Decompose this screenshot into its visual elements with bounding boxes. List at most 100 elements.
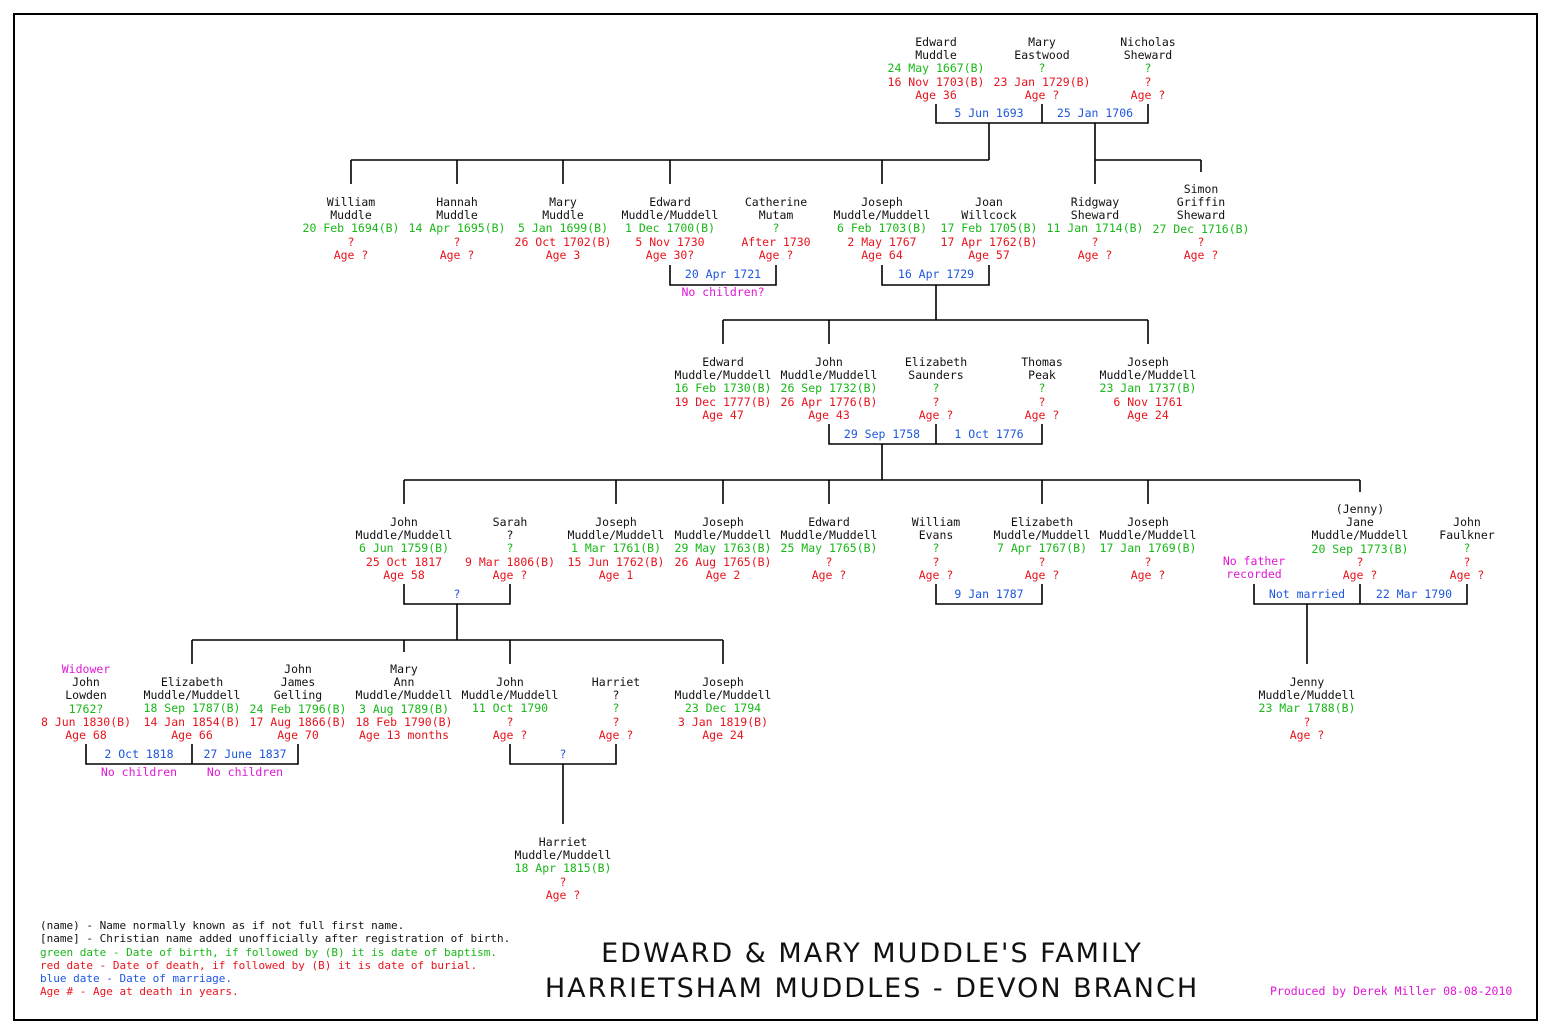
person-death-line: Age ?	[545, 887, 581, 902]
person-name-line: Gelling	[273, 688, 323, 703]
marriage-date-jane-nofather: Not married	[1268, 587, 1346, 601]
person-name-line: Muddle/Muddell	[1258, 688, 1356, 703]
chart-title: EDWARD & MARY MUDDLE'S FAMILY HARRIETSHA…	[545, 936, 1199, 1006]
person-death-line: Age 70	[277, 728, 319, 743]
legend: (name) - Name normally known as if not f…	[40, 919, 510, 999]
person-birth-line: 24 Feb 1796(B)	[249, 701, 347, 716]
person-name-line: Joseph	[595, 515, 637, 529]
person-death-line: Age ?	[1130, 87, 1166, 102]
marriage-date-john-elizabeth: 29 Sep 1758	[843, 427, 921, 441]
person-name-line: Joseph	[702, 675, 744, 689]
person-death-line: ?	[932, 554, 940, 569]
person-name-line: James	[280, 675, 316, 690]
person-name-line: Mary	[549, 195, 577, 209]
person-name-line: Sheward	[1123, 48, 1173, 63]
person-name-line: Sheward	[1176, 208, 1226, 223]
marriage-note-elizabeth-gelling: No children	[206, 765, 284, 779]
person-birth-line: 16 Feb 1730(B)	[674, 381, 772, 396]
person-birth-line: 26 Sep 1732(B)	[780, 381, 878, 396]
person-name-line: Peak	[1028, 368, 1056, 383]
marriage-date-william-elizabeth: 9 Jan 1787	[954, 587, 1024, 601]
person-name-line: Muddle/Muddell	[1099, 368, 1197, 383]
person-birth-line: 23 Mar 1788(B)	[1258, 701, 1356, 716]
person-name-line: Muddle/Muddell	[674, 368, 772, 383]
person-death-line: Age 66	[171, 727, 213, 742]
person-name-line: Muddle/Muddell	[1311, 528, 1409, 543]
person-name-line: Griffin	[1176, 195, 1226, 210]
person-death-line: 8 Jun 1830(B)	[40, 714, 132, 729]
person-name-line: Muddle/Muddell	[780, 368, 878, 383]
person-death-line: 25 Oct 1817	[365, 554, 443, 569]
person-birth-line: 1762?	[68, 701, 104, 716]
person-name-line: Joseph	[1127, 515, 1169, 529]
person-death-line: Age ?	[1342, 568, 1378, 583]
person-death-line: Age 13 months	[358, 728, 449, 743]
person-death-line: 6 Nov 1761	[1113, 394, 1183, 409]
person-death-line: Age 30?	[645, 247, 695, 262]
person-note-line: recorded	[1226, 567, 1282, 582]
person-name-line: Hannah	[436, 195, 478, 209]
person-death-line: Age ?	[1130, 567, 1166, 582]
person-name-line: Sheward	[1070, 208, 1120, 223]
person-death-line: ?	[1303, 714, 1311, 729]
person-name-line: Muddle/Muddell	[674, 528, 772, 543]
marriage-date-lowden-elizabeth: 2 Oct 1818	[104, 747, 174, 761]
person-death-line: Age ?	[918, 407, 954, 422]
person-birth-line: 20 Feb 1694(B)	[302, 221, 400, 236]
person-birth-line: 23 Dec 1794	[684, 701, 762, 716]
person-name-line: Muddle	[330, 208, 372, 223]
person-birth-line: 7 Apr 1767(B)	[996, 541, 1087, 556]
person-harriet: Harriet???Age ?	[592, 675, 640, 742]
person-name-line: Harriet	[538, 835, 588, 849]
legend-line: Age # - Age at death in years.	[40, 985, 239, 999]
credit: Produced by Derek Miller 08-08-2010	[1270, 984, 1513, 998]
person-death-line: ?	[1144, 74, 1152, 89]
person-name-line: Willcock	[961, 208, 1017, 223]
person-name-line: Joseph	[861, 195, 903, 209]
person-birth-line: 14 Apr 1695(B)	[408, 221, 506, 236]
person-name-line: Elizabeth	[1010, 515, 1074, 529]
person-name-line: ?	[612, 688, 620, 703]
person-death-line: ?	[1463, 554, 1471, 569]
person-death-line: ?	[347, 234, 355, 249]
person-sarah: Sarah??9 Mar 1806(B)Age ?	[465, 515, 555, 582]
person-name-line: Ann	[393, 675, 415, 690]
person-death-line: Age 64	[861, 247, 903, 262]
person-death-line: Age ?	[439, 247, 475, 262]
person-birth-line: 5 Jan 1699(B)	[517, 221, 608, 236]
person-name-line: ?	[506, 528, 514, 543]
person-birth-line: 17 Jan 1769(B)	[1099, 541, 1197, 556]
person-name-line: (Jenny)	[1335, 502, 1385, 516]
person-death-line: Age ?	[1024, 567, 1060, 582]
person-name-line: Mutam	[758, 208, 794, 223]
person-birth-line: 29 May 1763(B)	[674, 541, 772, 556]
person-name-line: Thomas	[1021, 355, 1063, 369]
person-birth-line: 18 Apr 1815(B)	[514, 861, 612, 876]
person-birth-line: 1 Dec 1700(B)	[624, 221, 715, 236]
marriage-date-mary-nicholas: 25 Jan 1706	[1056, 106, 1134, 120]
person-death-line: Age ?	[1077, 247, 1113, 262]
person-name-line: John	[496, 675, 524, 689]
person-name-line: Jane	[1346, 515, 1374, 530]
person-death-line: Age ?	[333, 247, 369, 262]
person-birth-line: 3 Aug 1789(B)	[358, 701, 449, 716]
person-note-line: No father	[1222, 554, 1286, 568]
person-death-line: 15 Jun 1762(B)	[567, 554, 665, 569]
person-death-line: ?	[1091, 234, 1099, 249]
person-birth-line: ?	[612, 701, 620, 716]
person-death-line: ?	[1356, 554, 1364, 569]
